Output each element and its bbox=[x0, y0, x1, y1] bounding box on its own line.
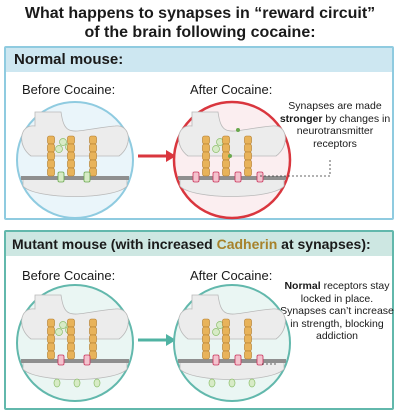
figure-title: What happens to synapses in “reward circ… bbox=[0, 4, 400, 42]
mutant-before-synapse bbox=[16, 284, 134, 402]
mutant-header-post: at synapses): bbox=[281, 236, 371, 252]
mutant-header-pre: Mutant mouse (with increased bbox=[12, 236, 213, 252]
normal-after-label: After Cocaine: bbox=[190, 82, 273, 97]
mutant-before-label: Before Cocaine: bbox=[22, 268, 116, 283]
normal-panel-header: Normal mouse: bbox=[6, 48, 392, 72]
normal-mouse-panel: Normal mouse: bbox=[4, 46, 394, 220]
title-line-1: What happens to synapses in “reward circ… bbox=[24, 5, 376, 22]
normal-after-synapse bbox=[172, 100, 292, 220]
normal-note: Synapses are made stronger by changes in… bbox=[279, 100, 391, 150]
mutant-mouse-panel: Mutant mouse (with increased Cadherin at… bbox=[4, 230, 394, 410]
normal-note-pointer bbox=[260, 158, 331, 177]
normal-before-synapse bbox=[16, 101, 134, 219]
mutant-panel-header: Mutant mouse (with increased Cadherin at… bbox=[6, 232, 392, 256]
mutant-after-synapse bbox=[173, 284, 291, 402]
cocaine-arrow-mutant bbox=[138, 334, 176, 346]
normal-before-label: Before Cocaine: bbox=[22, 82, 116, 97]
cadherin-highlight: Cadherin bbox=[216, 236, 278, 252]
title-line-2: of the brain following cocaine: bbox=[84, 24, 316, 41]
mutant-note: Normal receptors stay locked in place. S… bbox=[280, 280, 394, 342]
mutant-after-label: After Cocaine: bbox=[190, 268, 273, 283]
cocaine-arrow-normal bbox=[138, 150, 176, 162]
